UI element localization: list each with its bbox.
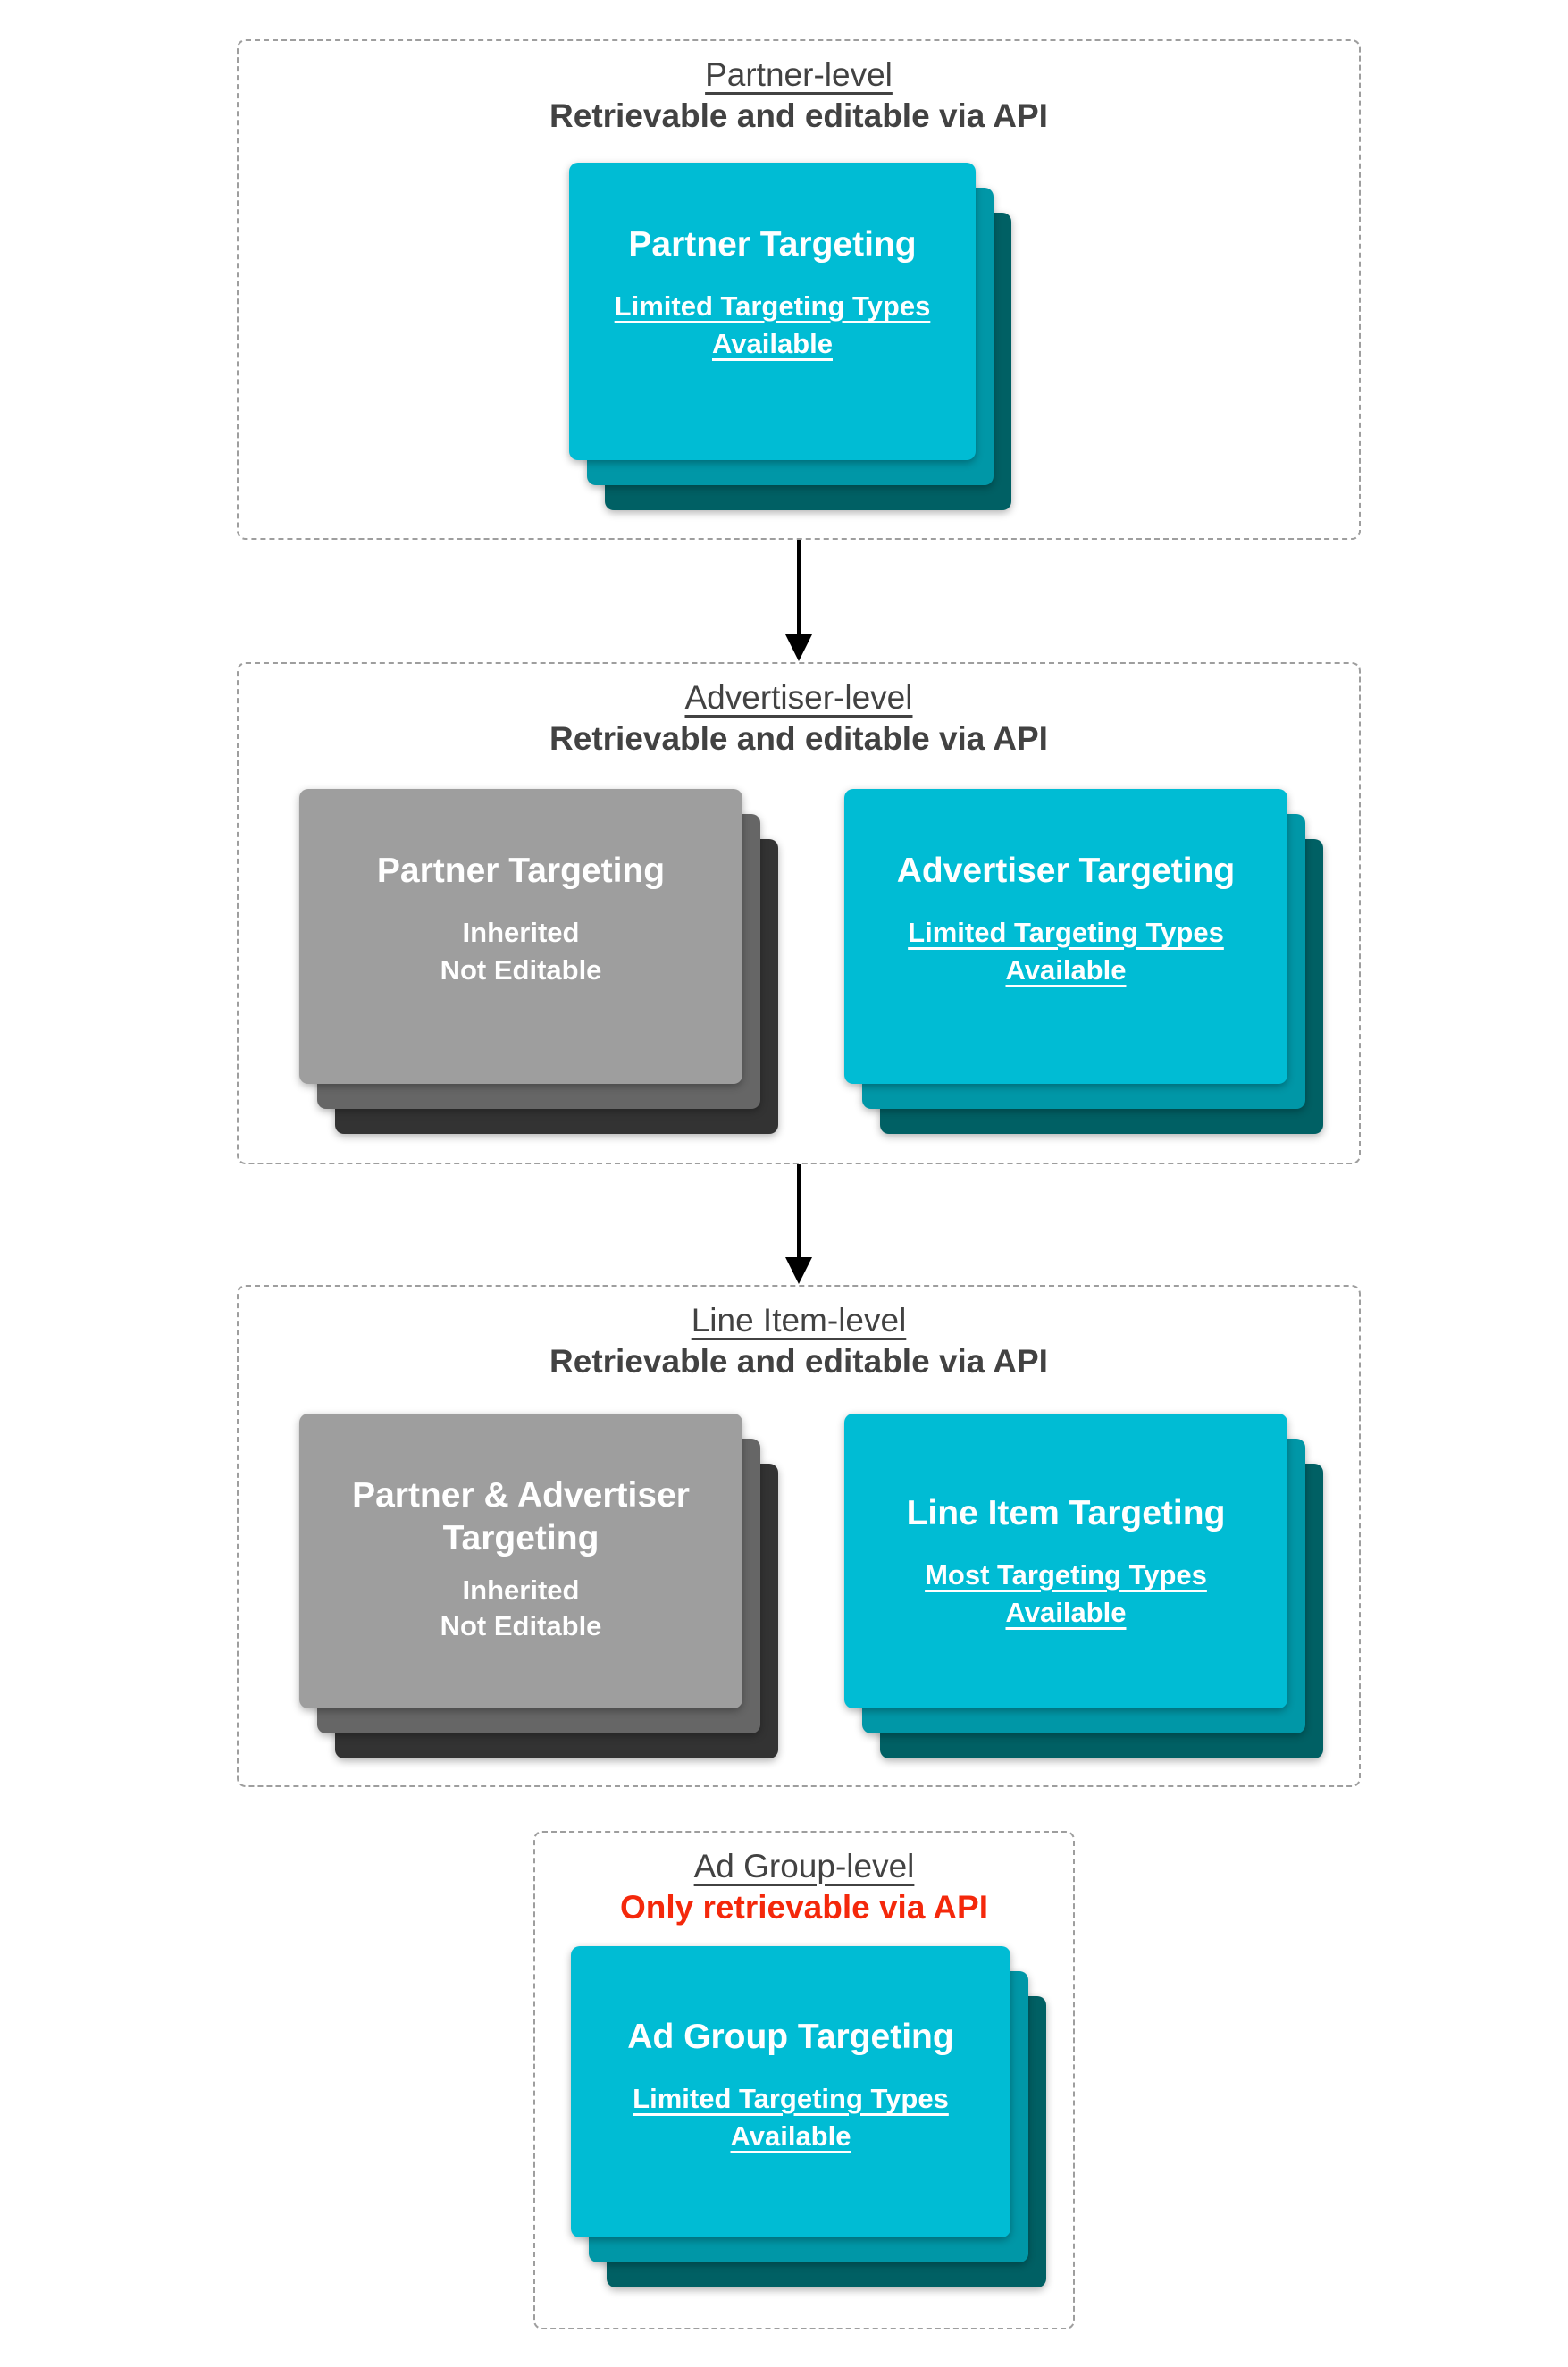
arrow-line	[796, 1164, 801, 1257]
card-line-item-targeting: Line Item Targeting Most Targeting Types…	[844, 1414, 1287, 1708]
section-subtitle: Only retrievable via API	[620, 1889, 988, 1926]
card-title: Partner & Advertiser Targeting	[352, 1476, 690, 1557]
card-stack-partner-advertiser-targeting: Partner & Advertiser Targeting Inherited…	[299, 1414, 778, 1758]
section-advertiser-level: Advertiser-level Retrievable and editabl…	[237, 662, 1361, 1164]
card-body-line: Inherited	[462, 1574, 580, 1606]
section-subtitle: Retrievable and editable via API	[549, 720, 1048, 757]
card-body: Limited Targeting Types Available	[571, 2080, 1010, 2155]
section-partner-level: Partner-level Retrievable and editable v…	[237, 39, 1361, 540]
down-arrow	[785, 1164, 812, 1284]
section-subtitle: Retrievable and editable via API	[549, 97, 1048, 134]
card-body-line: Not Editable	[440, 1610, 602, 1641]
card-advertiser-targeting: Advertiser Targeting Limited Targeting T…	[844, 789, 1287, 1084]
arrow-line	[796, 540, 801, 634]
card-body: Limited Targeting Types Available	[844, 914, 1287, 989]
card-title: Partner Targeting	[376, 852, 666, 890]
card-body-line: Limited Targeting Types	[633, 2083, 949, 2114]
card-stack-advertiser-targeting: Advertiser Targeting Limited Targeting T…	[844, 789, 1323, 1134]
card-body-line: Limited Targeting Types	[614, 290, 931, 322]
section-ad-group-level: Ad Group-level Only retrievable via API …	[533, 1831, 1075, 2329]
card-body-line: Available	[1005, 1597, 1127, 1628]
down-arrow	[785, 540, 812, 661]
card-body-line: Available	[1005, 954, 1127, 986]
card-body: Most Targeting Types Available	[844, 1557, 1287, 1632]
card-stack-partner-targeting-inherited: Partner Targeting Inherited Not Editable	[299, 789, 778, 1134]
arrow-head	[785, 1257, 812, 1284]
section-title: Ad Group-level	[693, 1848, 915, 1884]
card-body: Limited Targeting Types Available	[569, 288, 976, 363]
section-subtitle: Retrievable and editable via API	[549, 1343, 1048, 1380]
card-body-line: Not Editable	[440, 954, 602, 986]
card-body-line: Inherited	[462, 917, 580, 948]
card-stack-partner-targeting: Partner Targeting Limited Targeting Type…	[569, 163, 1011, 510]
card-title: Line Item Targeting	[906, 1494, 1226, 1532]
card-body-line: Limited Targeting Types	[908, 917, 1224, 948]
card-stack-line-item-targeting: Line Item Targeting Most Targeting Types…	[844, 1414, 1323, 1758]
card-partner-targeting: Partner Targeting Limited Targeting Type…	[569, 163, 976, 460]
section-line-item-level: Line Item-level Retrievable and editable…	[237, 1285, 1361, 1787]
card-title: Partner Targeting	[628, 225, 917, 264]
section-title: Line Item-level	[691, 1302, 907, 1339]
card-body-line: Most Targeting Types	[925, 1559, 1207, 1591]
arrow-head	[785, 634, 812, 661]
card-ad-group-targeting: Ad Group Targeting Limited Targeting Typ…	[571, 1946, 1010, 2237]
card-title: Ad Group Targeting	[627, 2018, 954, 2056]
card-title: Advertiser Targeting	[896, 852, 1236, 890]
card-partner-advertiser-targeting: Partner & Advertiser Targeting Inherited…	[299, 1414, 742, 1708]
card-body-line: Available	[730, 2120, 851, 2152]
card-body-line: Available	[712, 328, 833, 359]
card-stack-ad-group-targeting: Ad Group Targeting Limited Targeting Typ…	[571, 1946, 1046, 2287]
card-body: Inherited Not Editable	[299, 914, 742, 989]
section-title: Advertiser-level	[684, 679, 913, 716]
card-partner-targeting-inherited: Partner Targeting Inherited Not Editable	[299, 789, 742, 1084]
card-body: Inherited Not Editable	[299, 1573, 742, 1644]
section-title: Partner-level	[705, 56, 893, 93]
